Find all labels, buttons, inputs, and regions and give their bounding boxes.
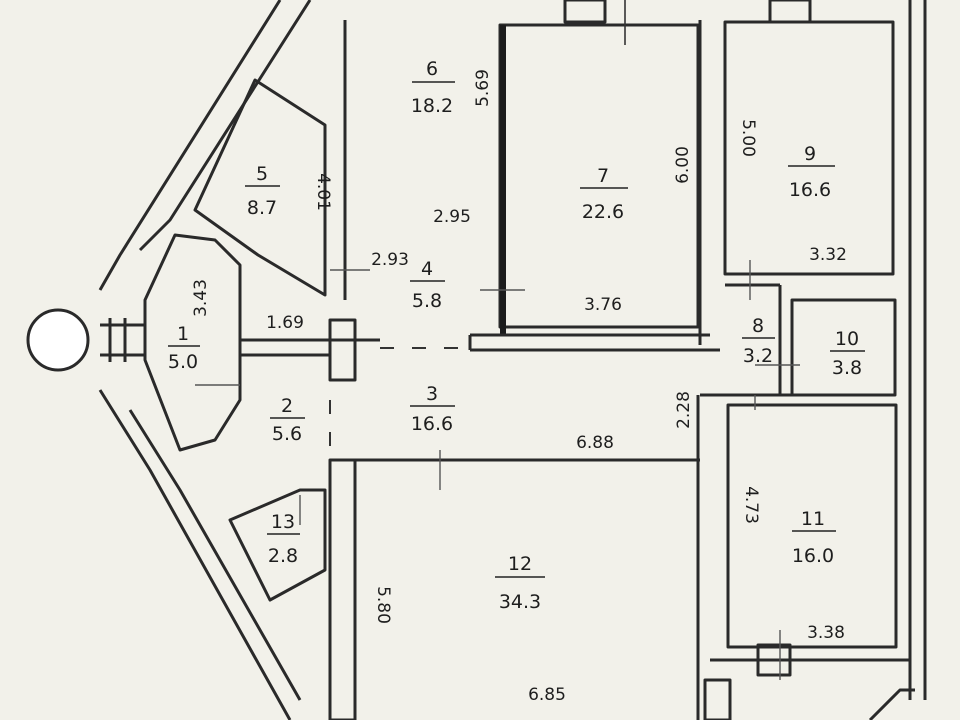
dimension-3-43: 3.43 [191, 279, 211, 317]
room-1-number: 1 [177, 323, 189, 345]
room-4-label: 4 5.8 [410, 258, 445, 312]
room-9-label: 9 16.6 [788, 143, 835, 201]
room-10-number: 10 [835, 328, 859, 350]
dimension-6-85: 6.85 [528, 685, 566, 705]
room-12-area: 34.3 [499, 591, 541, 613]
room-2-number: 2 [281, 395, 293, 417]
dimension-2-93: 2.93 [371, 250, 409, 270]
dimension-5-69: 5.69 [473, 69, 493, 107]
room-7-label: 7 22.6 [580, 165, 628, 223]
room-8-number: 8 [752, 315, 764, 337]
dimension-5-80: 5.80 [373, 586, 393, 624]
room-9-area: 16.6 [789, 179, 831, 201]
room-4-area: 5.8 [412, 290, 442, 312]
room-12-label: 12 34.3 [495, 553, 545, 613]
dimension-5-00: 5.00 [738, 119, 758, 157]
room-13-number: 13 [271, 511, 295, 533]
dimension-3-76: 3.76 [584, 295, 622, 315]
dimension-2-28: 2.28 [674, 391, 694, 429]
dimension-4-73: 4.73 [741, 486, 761, 524]
room-3-number: 3 [426, 383, 438, 405]
dimension-1-69: 1.69 [266, 313, 304, 333]
room-11-number: 11 [801, 508, 825, 530]
room-8-label: 8 3.2 [742, 315, 775, 367]
room-8-area: 3.2 [743, 345, 773, 367]
room-5-number: 5 [256, 163, 268, 185]
room-3-area: 16.6 [411, 413, 453, 435]
dimension-3-38: 3.38 [807, 623, 845, 643]
dimension-6-88: 6.88 [576, 433, 614, 453]
room-1-label: 1 5.0 [168, 323, 200, 373]
room-13-area: 2.8 [268, 545, 298, 567]
dimension-labels: 3.43 4.01 5.69 2.95 2.93 1.69 6.00 3.76 … [191, 69, 847, 705]
room-3-label: 3 16.6 [410, 383, 455, 435]
room-2-label: 2 5.6 [270, 395, 305, 445]
dimension-4-01: 4.01 [313, 173, 333, 211]
room-7-number: 7 [597, 165, 609, 187]
room-12-number: 12 [508, 553, 532, 575]
room-1-area: 5.0 [168, 351, 198, 373]
room-11-label: 11 16.0 [792, 508, 836, 567]
room-10-label: 10 3.8 [830, 328, 865, 379]
room-5-label: 5 8.7 [245, 163, 280, 219]
room-10-area: 3.8 [832, 357, 862, 379]
dimension-2-95: 2.95 [433, 207, 471, 227]
room-6-label: 6 18.2 [411, 58, 455, 117]
room-5-area: 8.7 [247, 197, 277, 219]
room-11-area: 16.0 [792, 545, 834, 567]
room-4-number: 4 [421, 258, 433, 280]
room-13-label: 13 2.8 [267, 511, 300, 567]
dimension-3-32: 3.32 [809, 245, 847, 265]
room-6-area: 18.2 [411, 95, 453, 117]
room-labels: 1 5.0 2 5.6 3 16.6 4 5.8 5 8.7 [168, 58, 865, 613]
room-9-number: 9 [804, 143, 816, 165]
room-6-number: 6 [426, 58, 438, 80]
room-7-area: 22.6 [582, 201, 624, 223]
walls [26, 0, 927, 720]
dimension-6-00: 6.00 [673, 146, 693, 184]
room-2-area: 5.6 [272, 423, 302, 445]
